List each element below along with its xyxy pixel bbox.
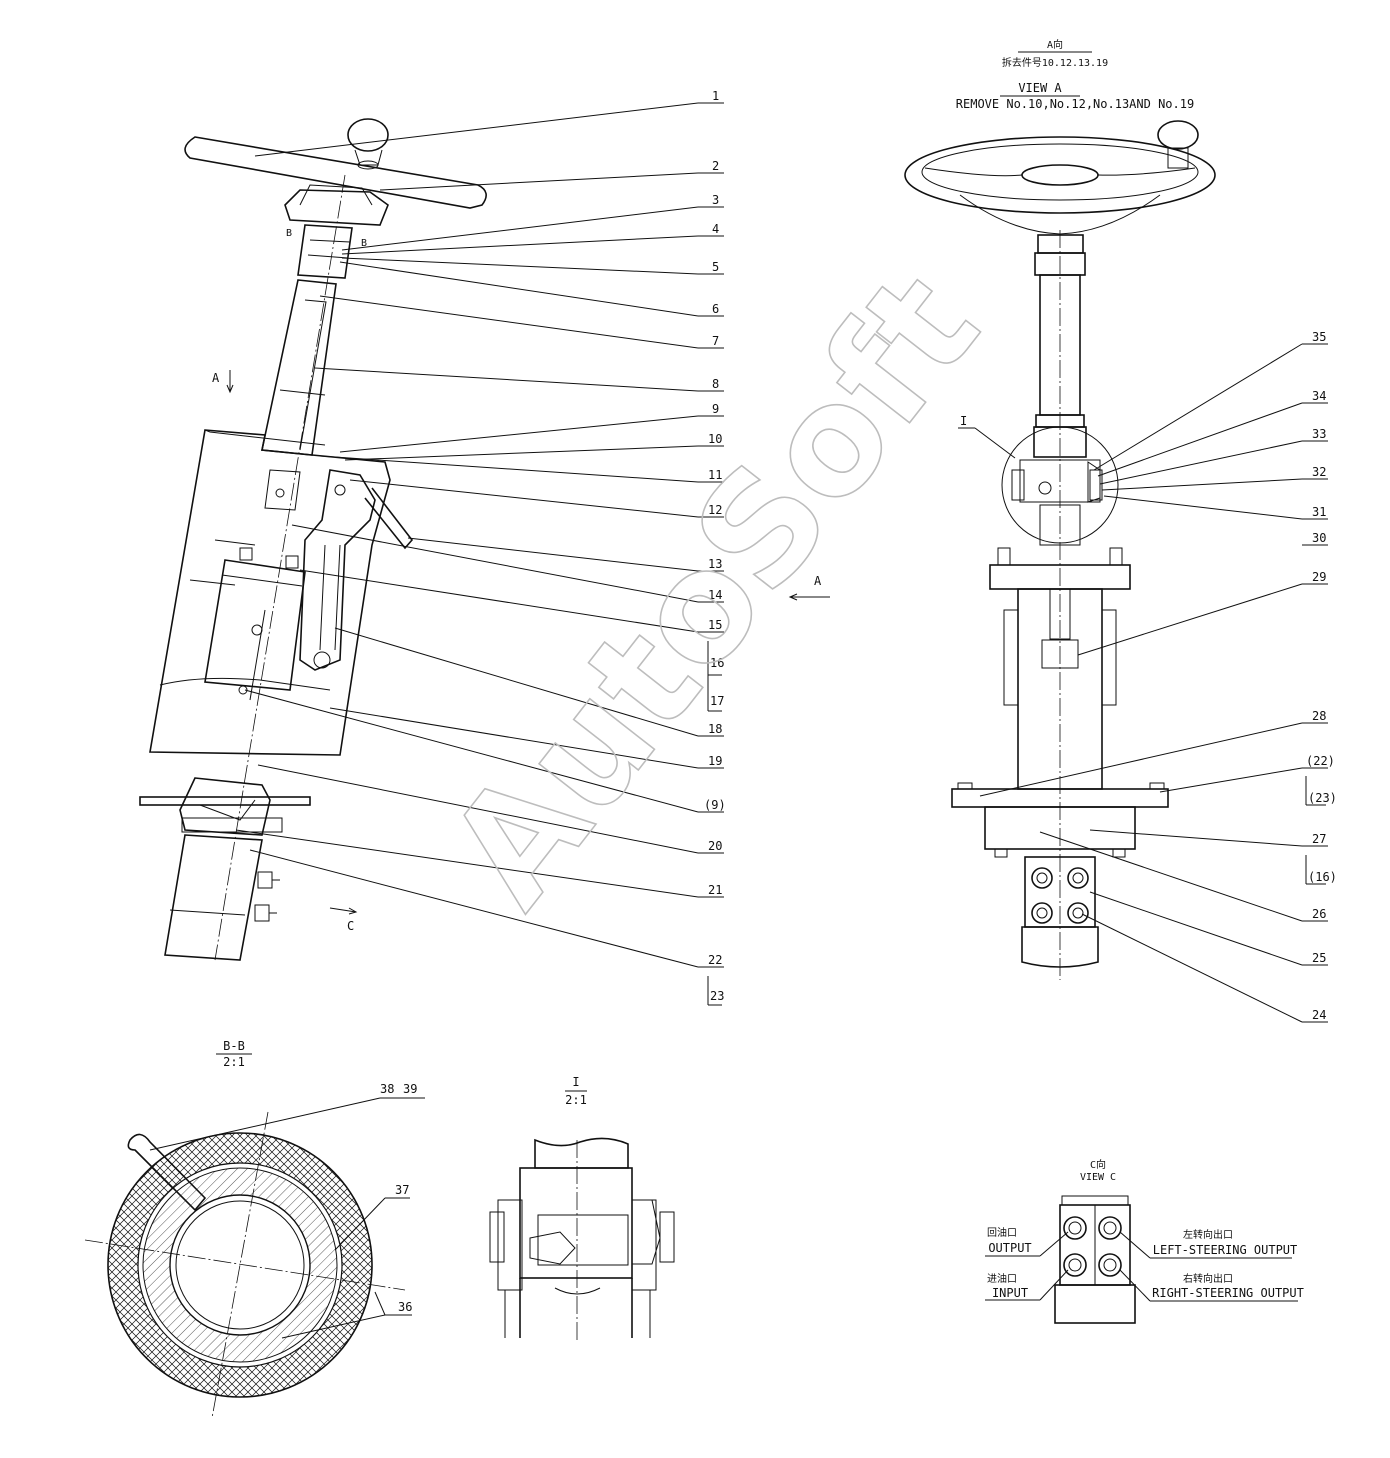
callout-26: 26	[1312, 907, 1326, 921]
callout-20: 20	[708, 839, 722, 853]
view-arrow-a-label: A	[212, 371, 220, 385]
section-b-b: B-B 2:1 38 39 37 36	[84, 1039, 425, 1419]
callout-11: 11	[708, 468, 722, 482]
callout-9: 9	[712, 402, 719, 416]
callout-23: 23	[710, 989, 724, 1003]
detail-i-title: I	[572, 1075, 579, 1089]
detail-i-scale: 2:1	[565, 1093, 587, 1107]
callout-30: 30	[1312, 531, 1326, 545]
right-steering-label-cn: 右转向出口	[1183, 1272, 1233, 1285]
input-label-cn: 进油口	[987, 1272, 1017, 1285]
callout-17: 17	[710, 694, 724, 708]
view-c: C向 VIEW C 回油口 OUTPUT 进油口 INPUT 左转向出口 LEF…	[985, 1158, 1304, 1324]
right-callout-labels: 35 34 33 32 31 30 29 28 (22) (23) 27 (16…	[814, 330, 1337, 1022]
right-leader-lines	[958, 343, 1328, 1023]
view-a-title-cn: A向	[1047, 38, 1063, 51]
callout-23-ref: (23)	[1308, 791, 1337, 805]
callout-12: 12	[708, 503, 722, 517]
view-c-title-cn: C向	[1090, 1158, 1106, 1171]
callout-38: 38	[380, 1082, 394, 1096]
detail-i: I 2:1	[489, 1075, 675, 1340]
callout-5: 5	[712, 260, 719, 274]
callout-21: 21	[708, 883, 722, 897]
callout-37: 37	[395, 1183, 409, 1197]
left-callout-labels: 1 2 3 4 5 6 7 8 9 10 11 12 13 14 15 16 1…	[212, 89, 726, 1003]
callout-27: 27	[1312, 832, 1326, 846]
section-mark-b-left: B	[286, 228, 292, 239]
right-steering-label: RIGHT-STEERING OUTPUT	[1152, 1286, 1304, 1300]
output-label: OUTPUT	[988, 1241, 1031, 1255]
view-a-note-cn: 拆去件号10.12.13.19	[1002, 56, 1108, 69]
callout-29: 29	[1312, 570, 1326, 584]
callout-28: 28	[1312, 709, 1326, 723]
output-label-cn: 回油口	[987, 1226, 1017, 1239]
section-bb-title: B-B	[223, 1039, 245, 1053]
view-c-title-en: VIEW C	[1080, 1172, 1116, 1183]
callout-24: 24	[1312, 1008, 1326, 1022]
callout-36: 36	[398, 1300, 412, 1314]
view-a-note-en: REMOVE No.10,No.12,No.13AND No.19	[956, 97, 1194, 111]
callout-22-ref: (22)	[1306, 754, 1335, 768]
callout-10: 10	[708, 432, 722, 446]
detail-i-mark: I	[960, 414, 967, 428]
left-steering-label-cn: 左转向出口	[1183, 1228, 1233, 1241]
left-leader-lines	[235, 102, 724, 1006]
callout-1: 1	[712, 89, 719, 103]
callout-39: 39	[403, 1082, 417, 1096]
callout-13: 13	[708, 557, 722, 571]
callout-6: 6	[712, 302, 719, 316]
callout-2: 2	[712, 159, 719, 173]
view-a-arrow-label: A	[814, 574, 822, 588]
callout-25: 25	[1312, 951, 1326, 965]
callout-19: 19	[708, 754, 722, 768]
view-a-front	[788, 120, 1216, 980]
callout-16: 16	[710, 656, 724, 670]
callout-4: 4	[712, 222, 719, 236]
callout-35: 35	[1312, 330, 1326, 344]
view-a-title: A向 拆去件号10.12.13.19 VIEW A REMOVE No.10,N…	[956, 38, 1194, 111]
callout-15: 15	[708, 618, 722, 632]
callout-33: 33	[1312, 427, 1326, 441]
callout-3: 3	[712, 193, 719, 207]
callout-34: 34	[1312, 389, 1326, 403]
callout-7: 7	[712, 334, 719, 348]
callout-16-ref: (16)	[1308, 870, 1337, 884]
view-arrow-c-label: C	[347, 919, 354, 933]
callout-31: 31	[1312, 505, 1326, 519]
callout-8: 8	[712, 377, 719, 391]
view-a-title-en: VIEW A	[1018, 81, 1062, 95]
callout-32: 32	[1312, 465, 1326, 479]
section-mark-b-right: B	[361, 238, 367, 249]
callout-9-ref: (9)	[704, 798, 726, 812]
callout-14: 14	[708, 588, 722, 602]
left-steering-label: LEFT-STEERING OUTPUT	[1153, 1243, 1298, 1257]
input-label: INPUT	[992, 1286, 1028, 1300]
callout-22: 22	[708, 953, 722, 967]
callout-18: 18	[708, 722, 722, 736]
steering-column-side-view	[139, 118, 487, 961]
section-bb-scale: 2:1	[223, 1055, 245, 1069]
